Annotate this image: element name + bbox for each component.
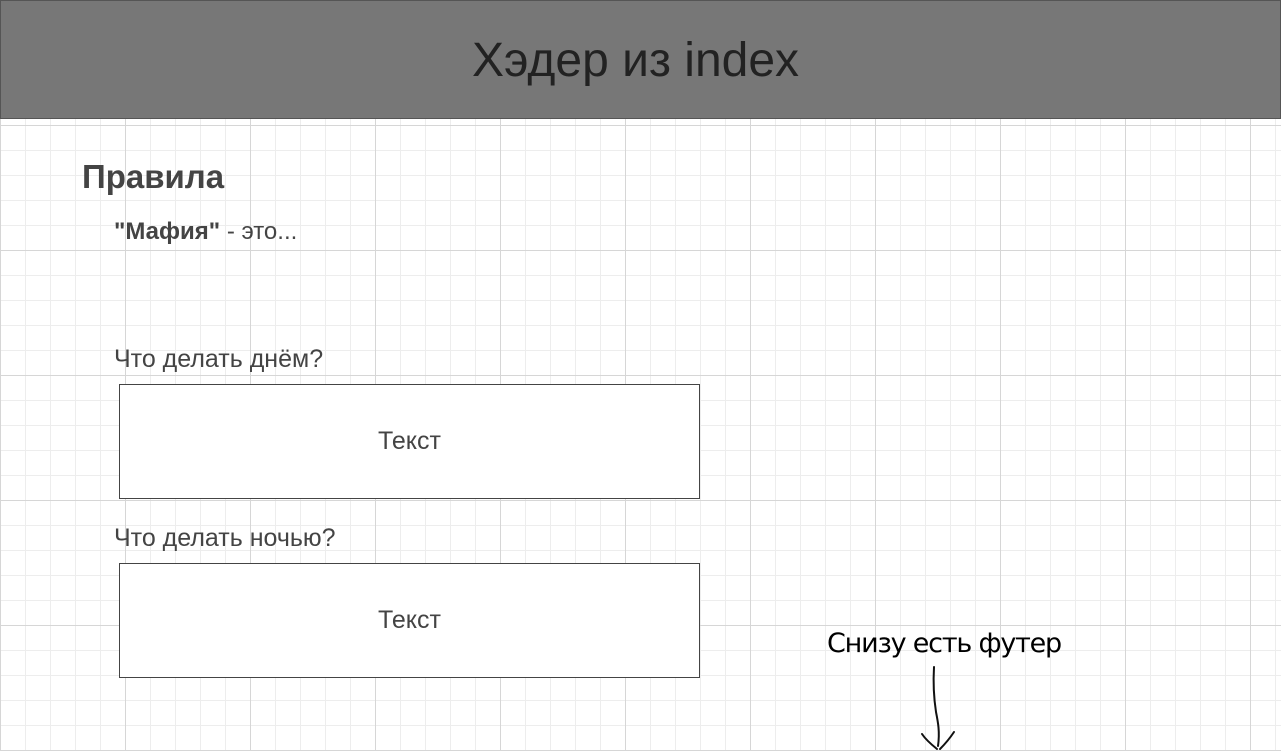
rules-intro: "Мафия" - это...: [114, 218, 297, 246]
header-title: Хэдер из index: [471, 34, 800, 87]
hand-drawn-arrow-down-icon: [921, 666, 955, 750]
day-text-box: Текст: [119, 384, 700, 499]
intro-text: - это...: [220, 218, 298, 245]
night-text-box: Текст: [119, 563, 700, 678]
intro-game-name: "Мафия": [114, 218, 221, 245]
footer-annotation: Снизу есть футер: [827, 628, 1062, 659]
day-box-text: Текст: [378, 427, 441, 455]
night-box-text: Текст: [378, 606, 441, 634]
night-question: Что делать ночью?: [114, 524, 336, 552]
day-question: Что делать днём?: [114, 345, 324, 373]
page-header: Хэдер из index: [0, 0, 1281, 119]
rules-title: Правила: [82, 158, 225, 195]
